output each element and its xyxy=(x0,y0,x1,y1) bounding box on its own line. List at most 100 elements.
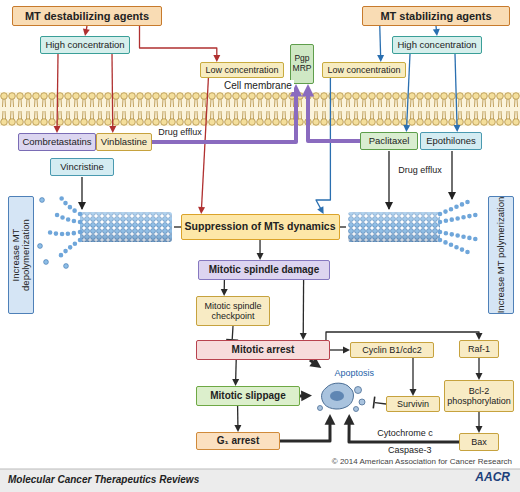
connector xyxy=(232,360,239,386)
apoptotic-body xyxy=(354,407,359,412)
connector xyxy=(476,412,483,433)
connector-line xyxy=(224,280,225,290)
connector-label: Drug efflux xyxy=(396,165,443,175)
effect-band: Increase MT depolymerization xyxy=(8,196,34,314)
arrow xyxy=(388,151,389,209)
node-text: Low concentration xyxy=(205,65,278,75)
apoptotic-body xyxy=(318,406,323,411)
dimer xyxy=(64,264,69,269)
connector-line xyxy=(478,358,479,374)
connector xyxy=(226,326,238,340)
apoptosis-icon: Apoptosis xyxy=(312,368,374,414)
connector-line xyxy=(478,412,479,427)
process-box: Bcl-2 phosphorylation xyxy=(444,380,514,412)
arrowhead xyxy=(476,333,483,340)
arrowhead xyxy=(54,126,61,133)
connector-line xyxy=(237,406,239,426)
node-text: Increase MT polymerization xyxy=(488,196,514,314)
connector-line xyxy=(235,360,237,380)
connector-line xyxy=(140,26,217,56)
node-text: Survivin xyxy=(397,399,429,409)
arrowhead xyxy=(476,426,483,433)
arrowhead xyxy=(433,29,440,36)
microtubule-body xyxy=(348,212,440,242)
footer-band xyxy=(0,469,520,492)
node-text: Combretastatins xyxy=(22,137,91,148)
connector-line xyxy=(379,26,381,56)
connector xyxy=(300,391,312,402)
connector-line xyxy=(308,94,360,141)
connector-line xyxy=(375,403,386,404)
annotation: Caspase-3 xyxy=(388,445,432,455)
connector-line xyxy=(330,349,344,350)
node-text: Mitotic spindle checkpoint xyxy=(197,301,269,321)
condition-box: Low concentration xyxy=(322,62,406,78)
arrowhead xyxy=(403,125,410,132)
node-text: Vincristine xyxy=(60,162,104,173)
node-text: Mitotic spindle damage xyxy=(209,264,320,275)
node-text: G₁ arrest xyxy=(217,435,260,446)
arrowhead xyxy=(301,391,312,402)
node-text: Raf-1 xyxy=(468,344,490,354)
connector xyxy=(410,358,417,396)
group-header: MT destabilizing agents xyxy=(12,6,162,26)
node-text: Vinblastine xyxy=(101,137,147,148)
protofilament xyxy=(440,200,472,214)
connector xyxy=(302,84,360,141)
cell-membrane xyxy=(0,92,520,126)
dimer xyxy=(40,198,45,203)
polymerizing-microtubule xyxy=(348,200,480,254)
connector-line xyxy=(152,94,296,142)
arrowhead xyxy=(257,253,264,260)
process-box: Mitotic arrest xyxy=(196,340,330,360)
process-box: Survivin xyxy=(386,396,440,412)
connector xyxy=(344,414,459,442)
arrowhead xyxy=(410,389,417,396)
transporter-box: Pgp MRP xyxy=(290,44,314,84)
process-box: G₁ arrest xyxy=(196,432,280,450)
connector xyxy=(377,26,384,62)
protofilament xyxy=(58,240,80,258)
node-text: MT stabilizing agents xyxy=(380,10,491,22)
node-text: Pgp MRP xyxy=(291,54,313,73)
connector-line xyxy=(56,54,58,127)
apoptotic-body xyxy=(359,399,365,405)
protofilament xyxy=(52,212,80,222)
process-box: Mitotic spindle damage xyxy=(198,260,330,280)
apoptotic-cell xyxy=(312,380,374,414)
protofilament xyxy=(60,196,80,214)
splayed-end xyxy=(440,200,480,254)
condition-box: High concentration xyxy=(392,36,482,54)
membrane-ground xyxy=(0,92,520,126)
condition-box: High concentration xyxy=(40,36,130,54)
cell-body xyxy=(322,383,354,409)
node-text: Suppression of MTs dynamics xyxy=(185,221,336,233)
frayed-end xyxy=(48,196,80,258)
connector xyxy=(152,84,302,142)
process-box: Mitotic spindle checkpoint xyxy=(196,296,270,326)
annotation: Molecular Cancer Therapeutics Reviews xyxy=(8,474,199,486)
arrow xyxy=(451,151,452,199)
connector xyxy=(109,54,116,133)
effect-band: Increase MT polymerization xyxy=(488,196,514,314)
connector-line xyxy=(349,423,459,442)
connector-line xyxy=(326,332,479,340)
arrowhead xyxy=(302,84,314,96)
dimer xyxy=(44,260,49,265)
connector-line xyxy=(303,280,305,334)
annotation: © 2014 American Association for Cancer R… xyxy=(332,457,512,466)
arrowhead xyxy=(325,414,336,425)
protofilament xyxy=(48,232,80,234)
process-box: Suppression of MTs dynamics xyxy=(181,214,340,240)
connector xyxy=(433,26,440,36)
process-box: Cyclin B1/cdc2 xyxy=(350,342,434,358)
node-text: Epothilones xyxy=(426,136,476,147)
microtubule-shade xyxy=(348,212,440,242)
connector xyxy=(280,414,335,441)
arrowhead xyxy=(300,333,307,340)
process-box: Raf-1 xyxy=(459,340,499,358)
annotation: AACR xyxy=(475,471,510,485)
annotation: Cell membrane xyxy=(222,80,294,92)
connector xyxy=(316,78,330,214)
